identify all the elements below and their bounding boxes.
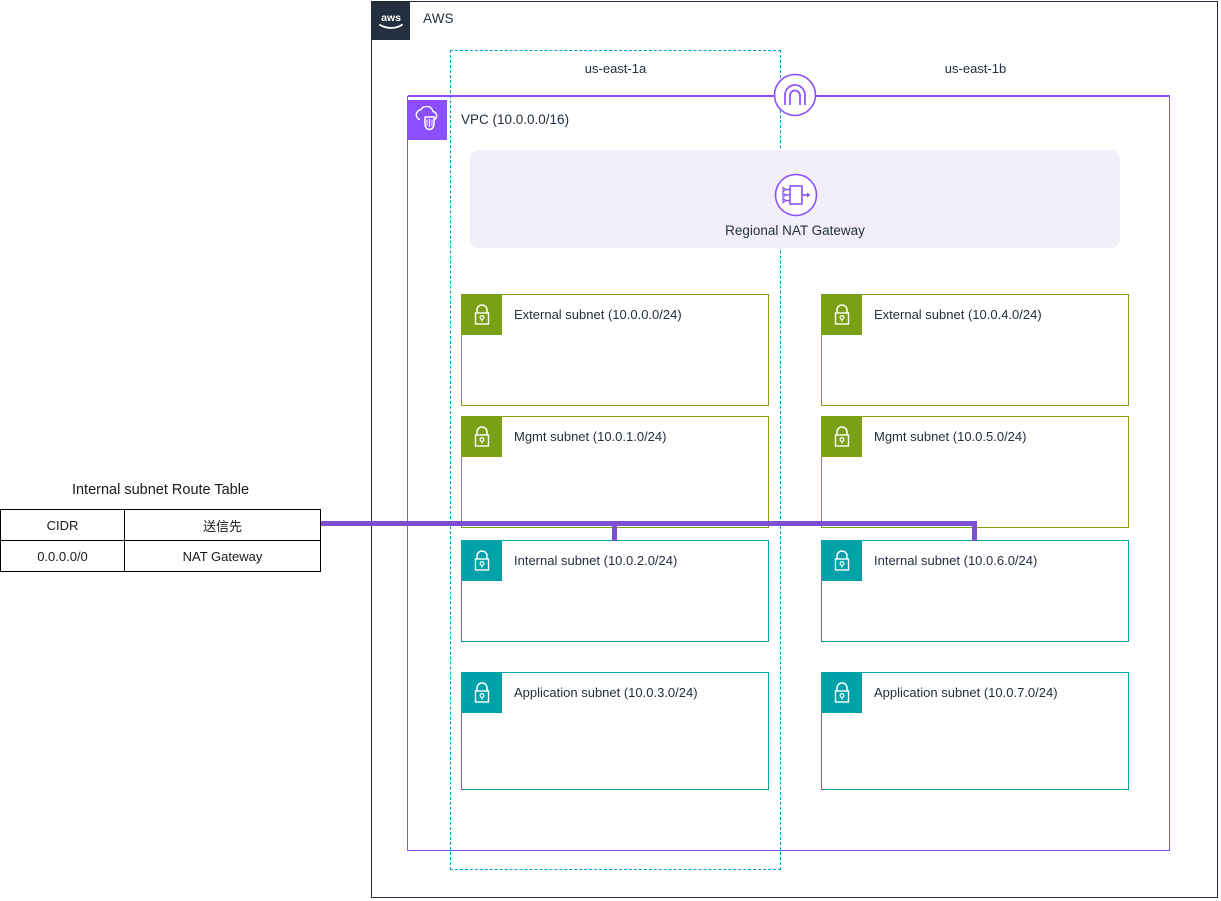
internet-gateway-icon [773, 73, 817, 117]
lock-icon [461, 672, 502, 713]
availability-zone-a-boundary [450, 50, 781, 870]
table-header-destination: 送信先 [123, 509, 322, 541]
table-header-row: CIDR 送信先 [0, 509, 322, 541]
subnet-application-a: Application subnet (10.0.3.0/24) [461, 672, 769, 790]
table-row: 0.0.0.0/0 NAT Gateway [0, 540, 322, 572]
table-cell-cidr: 0.0.0.0/0 [0, 540, 125, 572]
lock-icon [821, 540, 862, 581]
vpc-cloud-icon [407, 100, 447, 140]
route-table: CIDR 送信先 0.0.0.0/0 NAT Gateway [0, 509, 322, 572]
table-header-cidr: CIDR [0, 509, 125, 541]
subnet-label: External subnet (10.0.0.0/24) [514, 307, 682, 322]
availability-zone-a-label: us-east-1a [584, 61, 647, 76]
availability-zone-b-label: us-east-1b [944, 61, 1007, 76]
aws-logo-icon: aws [371, 1, 410, 40]
subnet-internal-a: Internal subnet (10.0.2.0/24) [461, 540, 769, 642]
subnet-application-b: Application subnet (10.0.7.0/24) [821, 672, 1129, 790]
subnet-mgmt-b: Mgmt subnet (10.0.5.0/24) [821, 416, 1129, 528]
subnet-label: Application subnet (10.0.7.0/24) [874, 685, 1058, 700]
aws-cloud-label: AWS [423, 11, 454, 26]
svg-text:aws: aws [381, 12, 401, 24]
subnet-external-a: External subnet (10.0.0.0/24) [461, 294, 769, 406]
route-connector-horizontal [321, 521, 977, 526]
subnet-label: Internal subnet (10.0.2.0/24) [514, 553, 678, 568]
lock-icon [821, 416, 862, 457]
route-connector-drop-az-a [612, 521, 617, 541]
route-table-title: Internal subnet Route Table [71, 482, 250, 498]
lock-icon [821, 294, 862, 335]
subnet-internal-b: Internal subnet (10.0.6.0/24) [821, 540, 1129, 642]
lock-icon [461, 416, 502, 457]
route-connector-drop-az-b [972, 521, 977, 541]
subnet-external-b: External subnet (10.0.4.0/24) [821, 294, 1129, 406]
nat-gateway-icon [774, 173, 818, 217]
subnet-mgmt-a: Mgmt subnet (10.0.1.0/24) [461, 416, 769, 528]
table-cell-destination: NAT Gateway [123, 540, 322, 572]
aws-cloud-boundary [371, 1, 1218, 898]
lock-icon [821, 672, 862, 713]
subnet-label: Internal subnet (10.0.6.0/24) [874, 553, 1038, 568]
subnet-label: Application subnet (10.0.3.0/24) [514, 685, 698, 700]
vpc-label: VPC (10.0.0.0/16) [461, 112, 570, 127]
subnet-label: Mgmt subnet (10.0.5.0/24) [874, 429, 1027, 444]
lock-icon [461, 540, 502, 581]
nat-gateway-label: Regional NAT Gateway [725, 223, 865, 238]
subnet-label: Mgmt subnet (10.0.1.0/24) [514, 429, 667, 444]
lock-icon [461, 294, 502, 335]
subnet-label: External subnet (10.0.4.0/24) [874, 307, 1042, 322]
